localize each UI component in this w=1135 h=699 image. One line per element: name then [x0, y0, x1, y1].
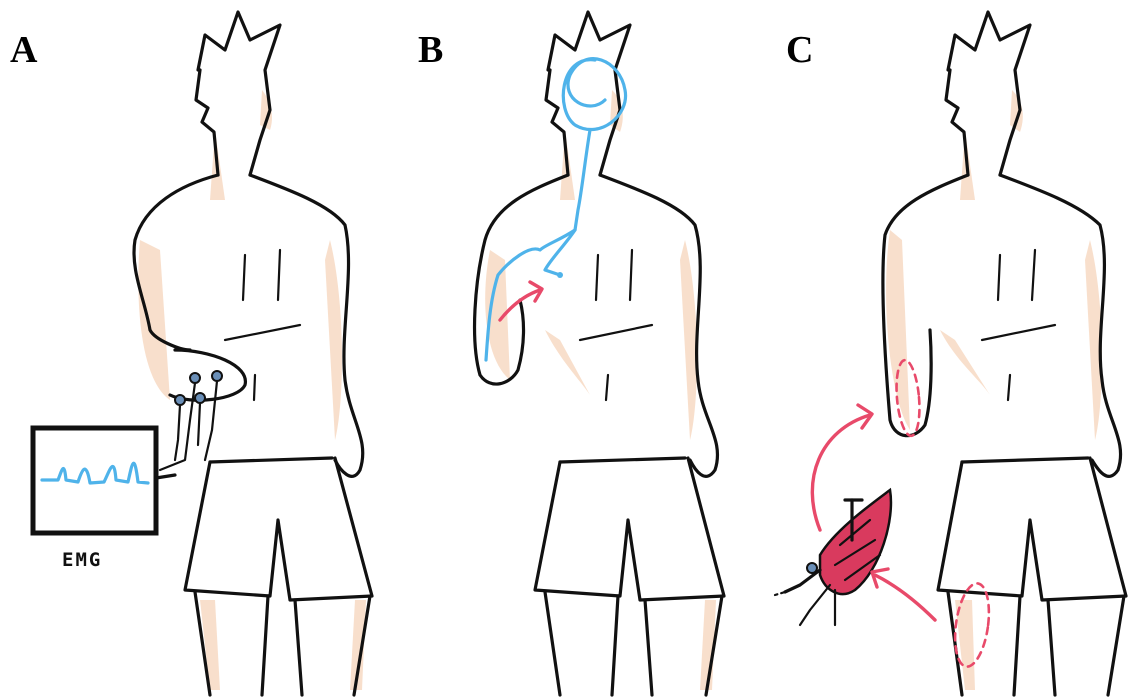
- emg-monitor: EMG: [33, 428, 175, 571]
- transfer-arrow-lower: [875, 575, 935, 620]
- figure-c: [883, 12, 1126, 695]
- emg-label: EMG: [62, 549, 102, 571]
- muscle-flap: [775, 490, 891, 625]
- figure-b: [475, 12, 724, 695]
- figure-a: [134, 12, 372, 695]
- emg-electrodes: [160, 371, 222, 470]
